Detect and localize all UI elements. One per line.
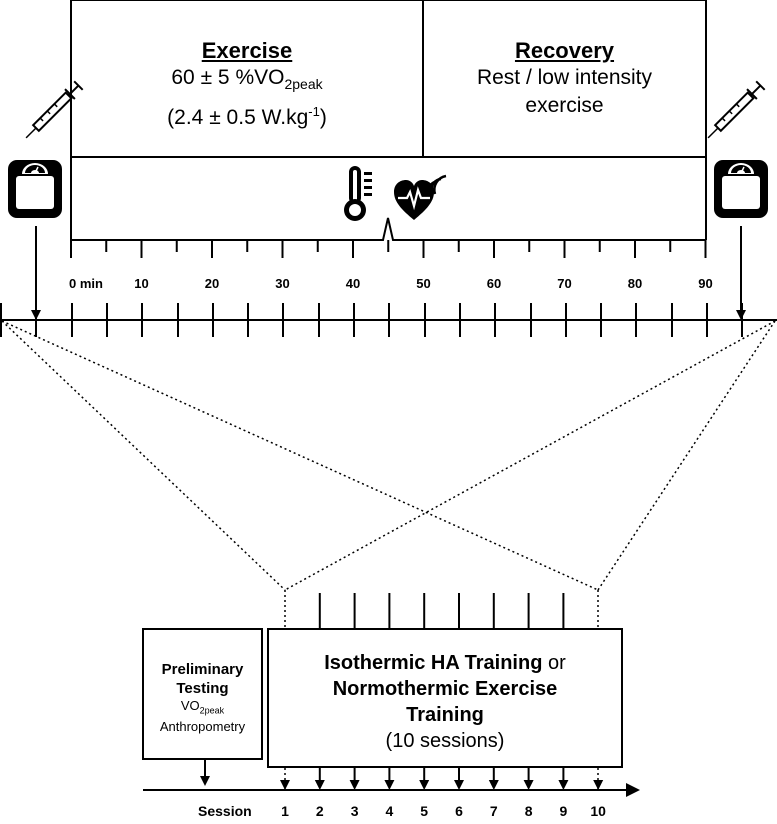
weighing-scale-icon bbox=[714, 160, 768, 218]
syringe-icon bbox=[707, 80, 766, 139]
session-arrowhead bbox=[558, 780, 569, 790]
minute-label: 50 bbox=[416, 276, 431, 291]
weighing-scale-icon bbox=[8, 160, 62, 218]
exercise-power: (2.4 ± 0.5 W.kg-1) bbox=[167, 104, 327, 130]
session-arrowhead bbox=[419, 780, 430, 790]
thermometer-icon bbox=[344, 166, 372, 221]
training-line-1: Isothermic HA Training or bbox=[324, 652, 566, 674]
training-line-4: (10 sessions) bbox=[385, 730, 505, 752]
session-label: Session bbox=[198, 803, 252, 819]
minute-label: 90 bbox=[698, 276, 713, 291]
preliminary-box bbox=[142, 628, 263, 760]
minute-label: 80 bbox=[627, 276, 643, 291]
session-arrowhead bbox=[384, 780, 395, 790]
training-box bbox=[267, 628, 623, 768]
preliminary-title-1: Preliminary bbox=[161, 661, 244, 678]
session-arrowhead bbox=[488, 780, 499, 790]
session-arrows bbox=[280, 593, 604, 790]
session-arrowhead bbox=[523, 780, 534, 790]
post-scale-arrow bbox=[736, 226, 746, 320]
minute-label: 70 bbox=[557, 276, 572, 291]
session-timeline bbox=[143, 783, 640, 797]
training-line-3: Training bbox=[406, 704, 484, 726]
minute-label: 60 bbox=[486, 276, 502, 291]
recovery-panel: Recovery Rest / low intensity exercise bbox=[423, 38, 706, 120]
exercise-intensity: 60 ± 5 %VO2peak bbox=[171, 66, 323, 93]
session-number: 7 bbox=[489, 803, 498, 819]
preliminary-vo2: VO2peak bbox=[180, 698, 225, 716]
session-number: 8 bbox=[524, 803, 533, 819]
session-number: 5 bbox=[420, 803, 429, 819]
phase-box bbox=[70, 0, 707, 158]
session-arrowhead bbox=[593, 780, 604, 790]
recovery-title: Recovery bbox=[514, 38, 615, 63]
preliminary-title-2: Testing bbox=[176, 680, 229, 697]
recovery-line-2: exercise bbox=[525, 94, 604, 117]
minute-label: 10 bbox=[134, 276, 149, 291]
preliminary-text: Preliminary Testing VO2peak Anthropometr… bbox=[143, 660, 262, 735]
session-arrowhead bbox=[349, 780, 360, 790]
session-number: 2 bbox=[315, 803, 324, 819]
minute-ticks bbox=[70, 240, 707, 258]
session-arrowhead bbox=[314, 780, 325, 790]
session-arrowhead bbox=[280, 780, 290, 790]
minute-label: 0 min bbox=[69, 276, 103, 291]
exercise-title: Exercise bbox=[201, 38, 293, 63]
session-number: 1 bbox=[281, 803, 289, 819]
minute-label: 40 bbox=[345, 276, 361, 291]
heart-rate-icon bbox=[394, 174, 447, 220]
minute-label: 20 bbox=[204, 276, 220, 291]
preliminary-arrow bbox=[200, 760, 210, 786]
training-text: Isothermic HA Training or Normothermic E… bbox=[268, 650, 622, 754]
preliminary-anthropometry: Anthropometry bbox=[159, 718, 246, 734]
minute-axis bbox=[71, 217, 706, 241]
session-number: 10 bbox=[590, 803, 606, 819]
exercise-panel: Exercise 60 ± 5 %VO2peak (2.4 ± 0.5 W.kg… bbox=[71, 38, 423, 132]
minute-label: 30 bbox=[275, 276, 290, 291]
recovery-line-1: Rest / low intensity bbox=[476, 66, 653, 89]
session-number: 9 bbox=[559, 803, 568, 819]
training-line-2: Normothermic Exercise bbox=[332, 678, 558, 700]
syringe-icon bbox=[25, 80, 84, 139]
zoom-lines bbox=[1, 320, 776, 790]
pre-scale-arrow bbox=[31, 226, 41, 320]
session-number: 4 bbox=[385, 803, 394, 819]
session-arrowhead bbox=[454, 780, 464, 790]
session-number: 3 bbox=[350, 803, 359, 819]
session-number: 6 bbox=[455, 803, 463, 819]
